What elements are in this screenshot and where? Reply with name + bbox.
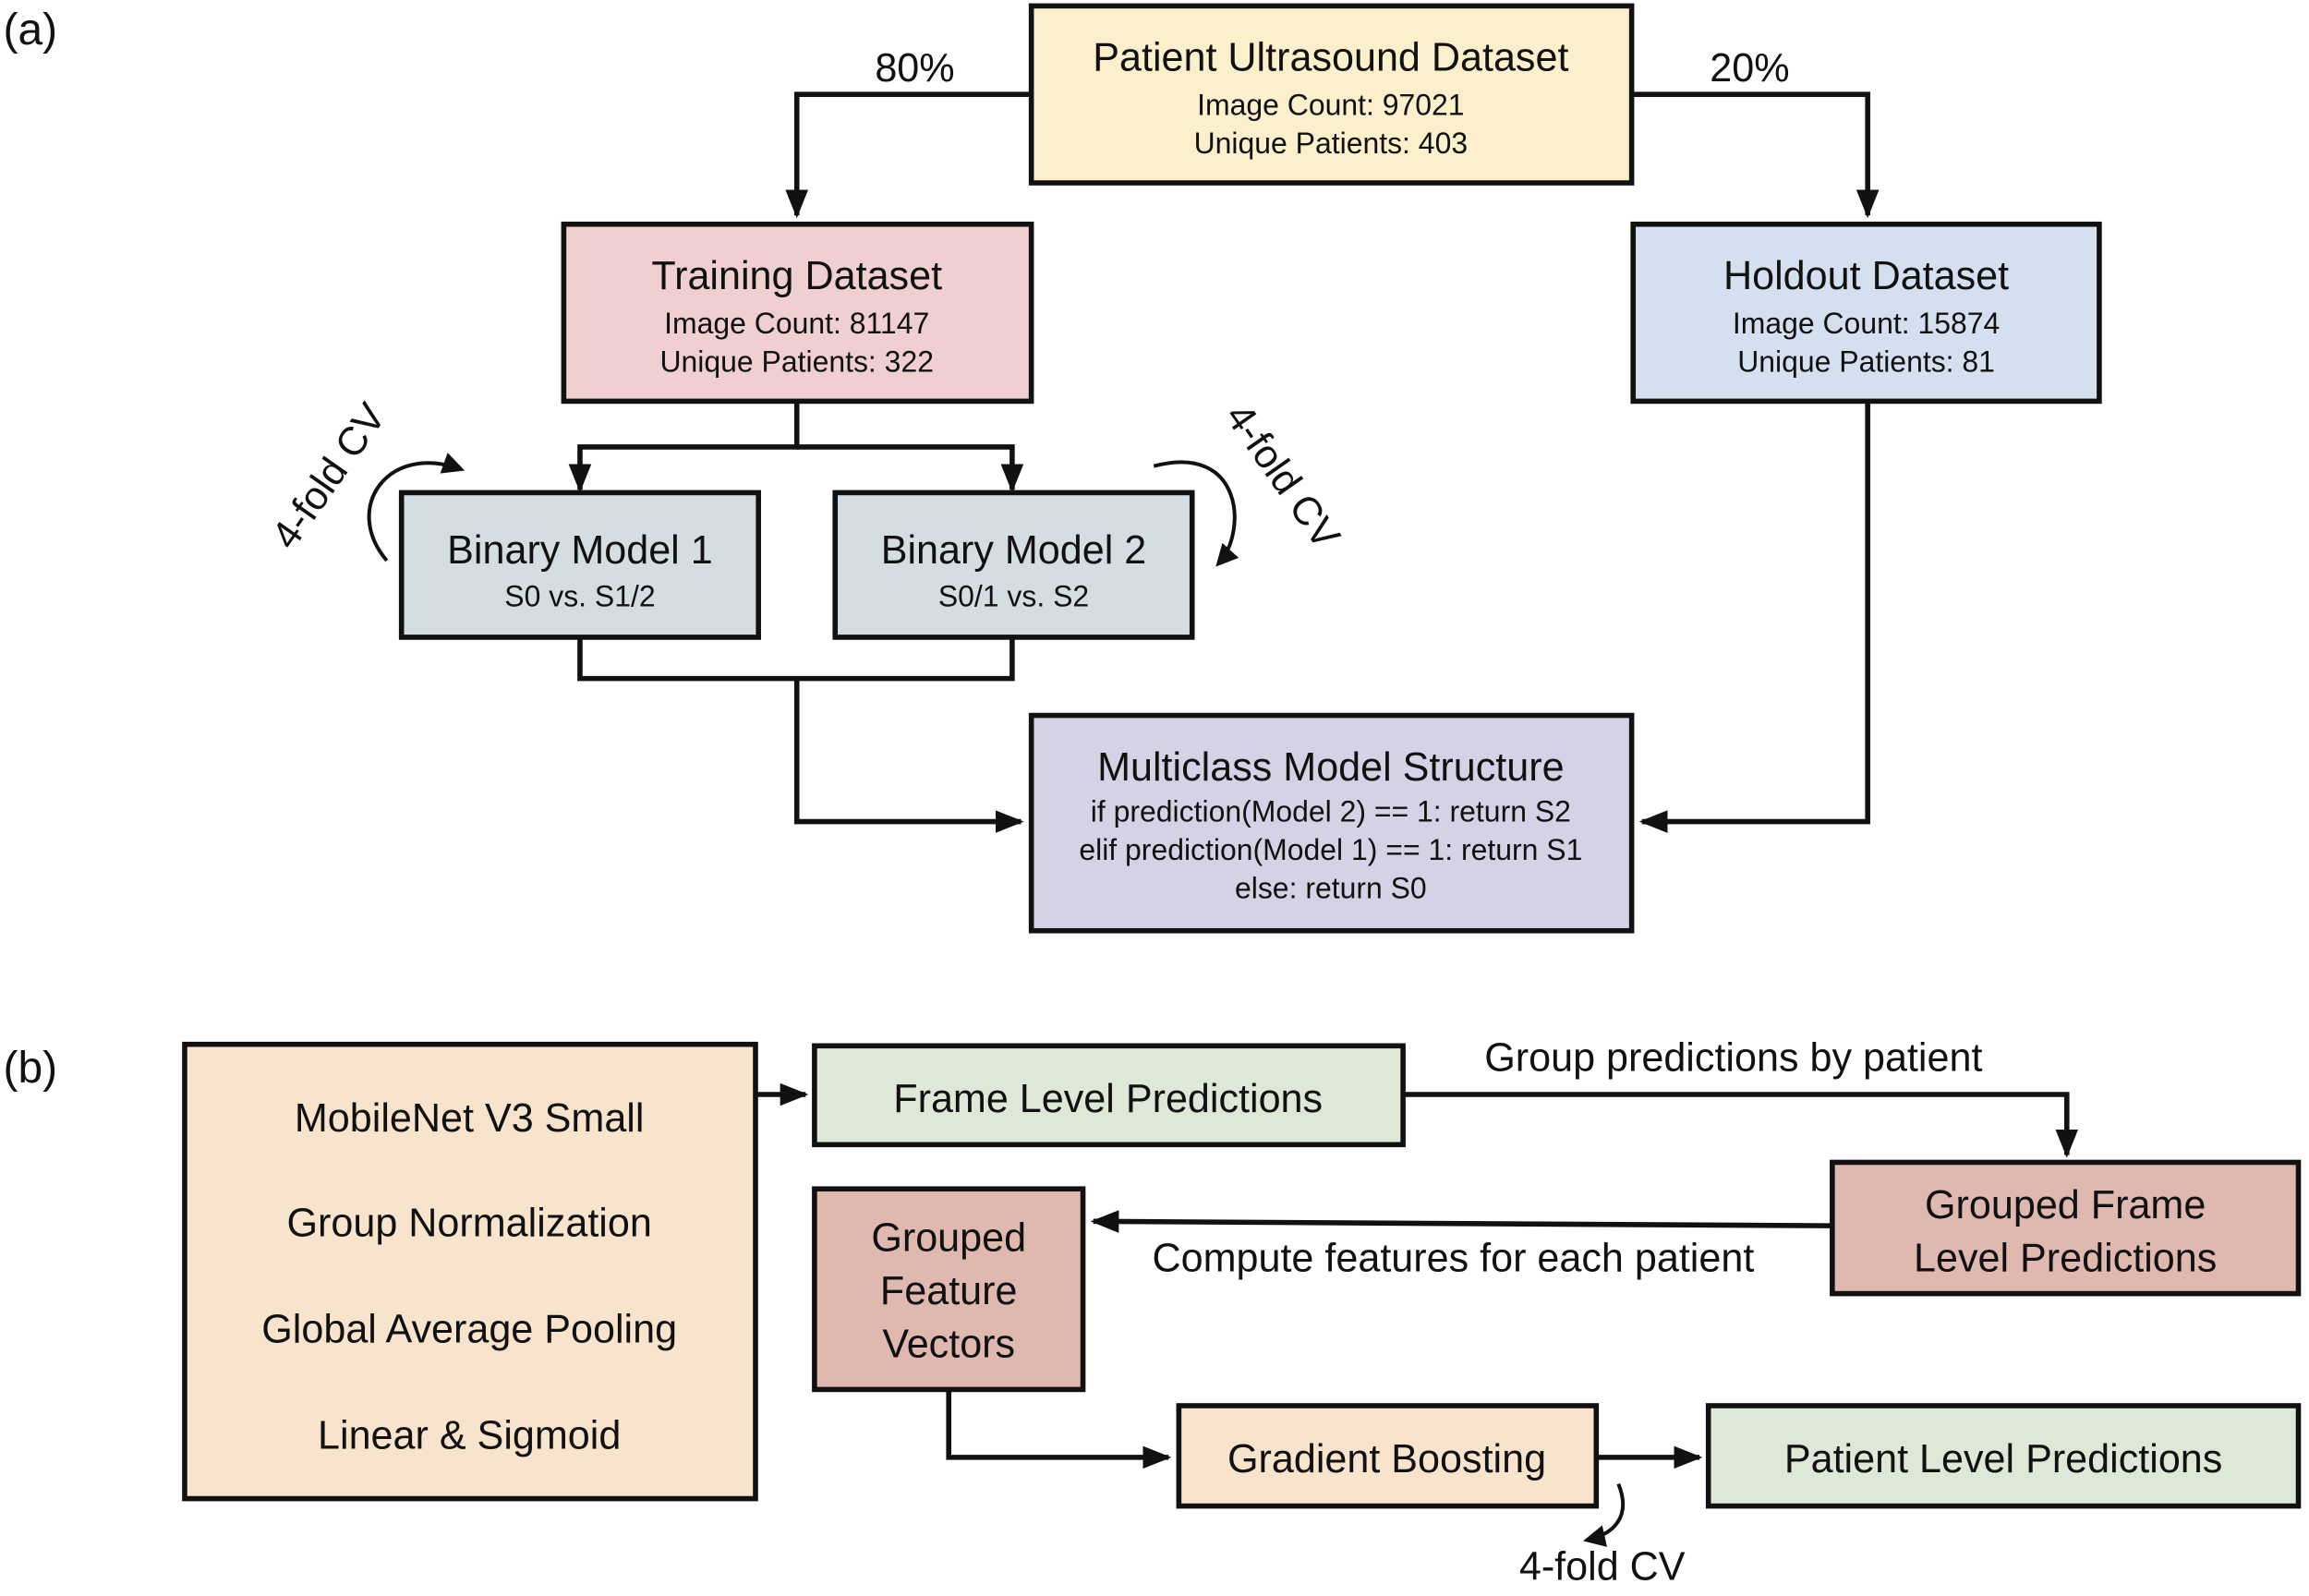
arrow-to-gradient-boosting [946,1389,1172,1469]
patient-dataset-box [1028,3,1635,186]
frame-level-node: Frame Level Predictions [812,1043,1406,1148]
grouped-feature-box [812,1186,1086,1393]
patient-level-box [1705,1403,2302,1509]
backbone-layer-linear-sigmoid: Linear & Sigmoid [318,1413,621,1457]
holdout-dataset-box [1630,221,2102,405]
cv-curved-arrow-bottom [1583,1482,1626,1547]
split-20-label: 20% [1710,46,1789,91]
holdout-dataset-image-count: Image Count: 15874 [1733,307,2000,340]
backbone-box [182,1041,758,1502]
split-80-label: 80% [875,46,954,91]
training-dataset-node: Training Dataset Image Count: 81147 Uniq… [561,221,1034,405]
group-predictions-label: Group predictions by patient [1484,1035,1982,1080]
grouped-feature-line-1: Grouped [871,1215,1026,1260]
training-dataset-unique-patients: Unique Patients: 322 [659,345,934,378]
binary-model-1-classes: S0 vs. S1/2 [504,579,655,612]
backbone-node: MobileNet V3 Small Group Normalization G… [182,1041,758,1502]
arrow-to-binary-2 [796,444,1024,493]
grouped-feature-node: Grouped Feature Vectors [812,1186,1086,1393]
arrow-to-grouped-feature [1090,1210,1831,1233]
training-dataset-box [561,221,1034,405]
gradient-boosting-box [1176,1403,1600,1509]
multiclass-box [1028,712,1635,934]
multiclass-rule-1: if prediction(Model 2) == 1: return S2 [1091,795,1571,828]
arrow-to-holdout [1631,91,1880,219]
holdout-dataset-title: Holdout Dataset [1723,254,2009,298]
holdout-dataset-unique-patients: Unique Patients: 81 [1737,345,1995,378]
binary-model-1-title: Binary Model 1 [447,528,713,573]
cv-label-left: 4-fold CV [263,395,395,557]
patient-level-node: Patient Level Predictions [1705,1403,2302,1509]
arrow-to-multiclass-left [793,678,1024,833]
patient-dataset-image-count: Image Count: 97021 [1197,89,1464,122]
arrow-to-grouped-frame [1403,1092,2079,1158]
backbone-layer-mobilenet: MobileNet V3 Small [295,1096,645,1141]
binary-merge-line [577,636,1015,682]
training-dataset-image-count: Image Count: 81147 [664,307,929,340]
training-dataset-title: Training Dataset [651,254,942,298]
gradient-boosting-label: Gradient Boosting [1227,1437,1546,1481]
panel-b-label: (b) [4,1044,58,1093]
cv-label-bottom: 4-fold CV [1519,1544,1686,1589]
arrow-to-training [785,91,1032,219]
binary-model-2-node: Binary Model 2 S0/1 vs. S2 [832,490,1195,640]
grouped-frame-box [1830,1159,2302,1297]
gradient-boosting-node: Gradient Boosting [1176,1403,1600,1509]
frame-level-box [812,1043,1406,1148]
backbone-layer-gap: Global Average Pooling [261,1307,677,1351]
patient-dataset-title: Patient Ultrasound Dataset [1093,36,1568,80]
grouped-frame-node: Grouped Frame Level Predictions [1830,1159,2302,1297]
binary-model-2-title: Binary Model 2 [881,528,1147,573]
holdout-dataset-node: Holdout Dataset Image Count: 15874 Uniqu… [1630,221,2102,405]
grouped-frame-line-2: Level Predictions [1914,1237,2217,1281]
multiclass-rule-2: elif prediction(Model 1) == 1: return S1 [1079,833,1582,866]
binary-model-2-box [832,490,1195,640]
arrow-to-binary-1 [568,401,800,493]
grouped-feature-line-2: Feature [880,1269,1018,1313]
cv-label-right: 4-fold CV [1216,395,1348,557]
patient-dataset-unique-patients: Unique Patients: 403 [1194,127,1469,160]
backbone-layer-group-norm: Group Normalization [287,1201,652,1245]
binary-model-1-box [398,490,761,640]
multiclass-node: Multiclass Model Structure if prediction… [1028,712,1635,934]
multiclass-rule-3: else: return S0 [1235,872,1427,905]
patient-dataset-node: Patient Ultrasound Dataset Image Count: … [1028,3,1635,186]
grouped-feature-line-3: Vectors [882,1322,1015,1366]
frame-level-label: Frame Level Predictions [893,1077,1323,1121]
grouped-frame-line-1: Grouped Frame [1925,1183,2206,1227]
cv-curved-arrow-left [367,453,465,562]
compute-features-label: Compute features for each patient [1152,1237,1754,1281]
arrow-to-multiclass-right [1638,401,1870,833]
multiclass-title: Multiclass Model Structure [1097,745,1565,790]
panel-a-label: (a) [4,6,58,54]
binary-model-1-node: Binary Model 1 S0 vs. S1/2 [398,490,761,640]
patient-level-label: Patient Level Predictions [1784,1437,2222,1481]
binary-model-2-classes: S0/1 vs. S2 [938,579,1089,612]
cv-curved-arrow-right [1153,460,1239,567]
